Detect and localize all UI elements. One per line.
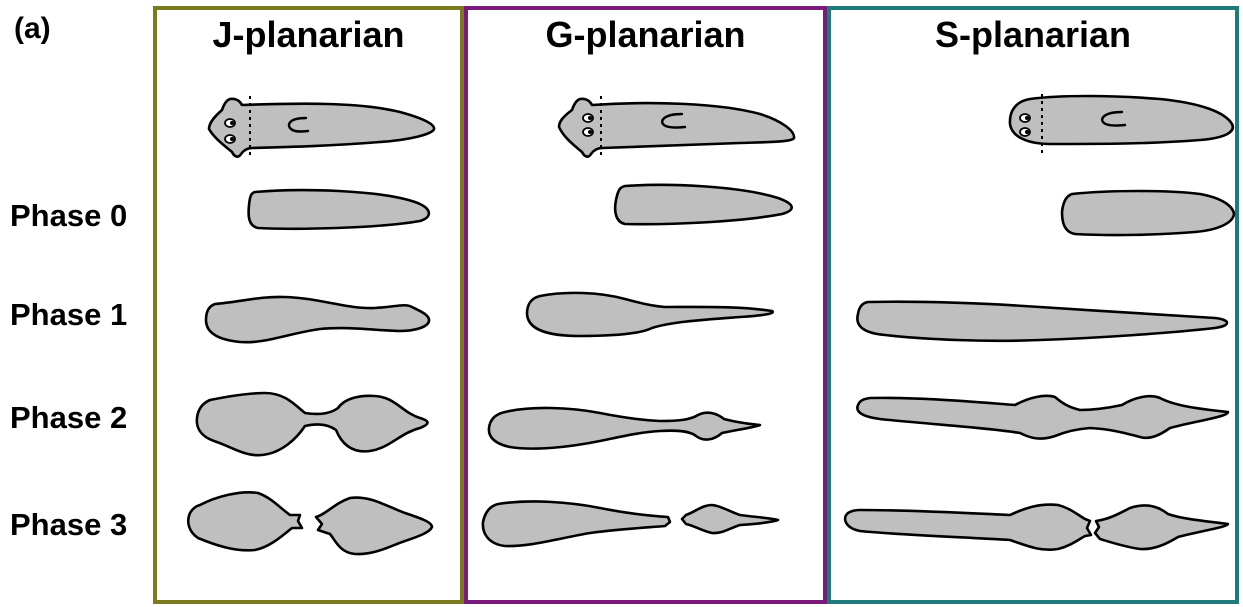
j-phase-1-fragment (206, 297, 429, 342)
s-intact-worm (1010, 94, 1233, 155)
s-phase-1-fragment (857, 302, 1227, 341)
s-phase-0-fragment (1062, 191, 1234, 235)
s-phase-2-fragment (857, 396, 1228, 439)
j-phase-0-fragment (249, 190, 429, 229)
j-intact-worm (209, 96, 434, 157)
j-phase-3-fragments (188, 492, 432, 554)
g-phase-0-fragment (615, 185, 792, 224)
g-phase-3-fragments (483, 501, 778, 546)
j-phase-2-fragment (197, 393, 428, 455)
s-phase-3-fragments (845, 505, 1228, 550)
g-phase-2-fragment (489, 408, 760, 449)
g-intact-worm (559, 96, 794, 157)
g-phase-1-fragment (527, 293, 773, 336)
